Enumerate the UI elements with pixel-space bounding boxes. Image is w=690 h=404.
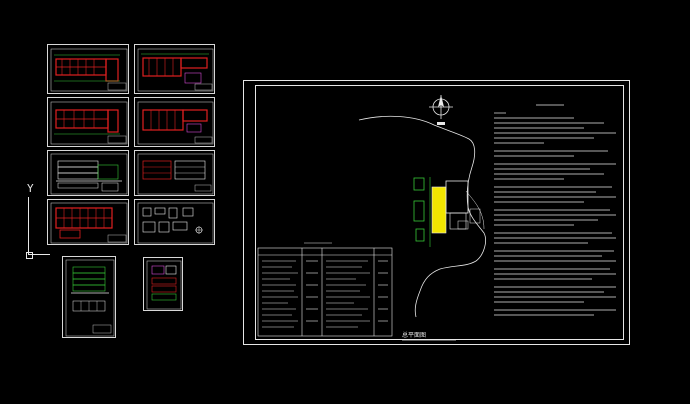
site-plan-caption: 总平面图 bbox=[402, 332, 427, 339]
drawing-sheet-9[interactable] bbox=[62, 256, 116, 338]
ucs-x-axis bbox=[28, 254, 50, 255]
ucs-origin-box bbox=[26, 252, 33, 259]
details-drawing bbox=[146, 260, 182, 310]
drawing-sheet-6[interactable] bbox=[134, 150, 215, 196]
floor-plan-red bbox=[50, 101, 128, 145]
ucs-icon: Y bbox=[18, 182, 50, 259]
site-plan-inner-frame bbox=[255, 85, 624, 340]
floor-plan-red bbox=[137, 101, 214, 145]
drawing-sheet-5[interactable] bbox=[47, 150, 129, 196]
drawing-sheet-1[interactable] bbox=[47, 44, 129, 94]
site-plan-sheet[interactable]: 总平面图 bbox=[243, 80, 630, 345]
site-plan-drawing bbox=[257, 95, 616, 341]
drawing-sheet-4[interactable] bbox=[134, 97, 215, 147]
drawing-sheet-3[interactable] bbox=[47, 97, 129, 147]
elevation-drawing bbox=[137, 153, 214, 195]
ucs-y-label: Y bbox=[27, 182, 34, 195]
floor-plan-red bbox=[50, 202, 128, 244]
details-drawing bbox=[137, 202, 214, 244]
drawing-sheet-2[interactable] bbox=[134, 44, 215, 94]
section-drawing bbox=[65, 259, 115, 337]
north-arrow-icon bbox=[429, 95, 453, 125]
drawing-sheet-7[interactable] bbox=[47, 199, 129, 245]
ucs-y-axis bbox=[28, 197, 29, 255]
floor-plan-red bbox=[137, 48, 214, 92]
drawing-sheet-8[interactable] bbox=[134, 199, 215, 245]
drawing-index-table bbox=[257, 242, 393, 337]
floor-plan-red bbox=[50, 48, 128, 92]
elevation-drawing bbox=[50, 153, 128, 195]
drawing-sheet-10[interactable] bbox=[143, 257, 183, 311]
